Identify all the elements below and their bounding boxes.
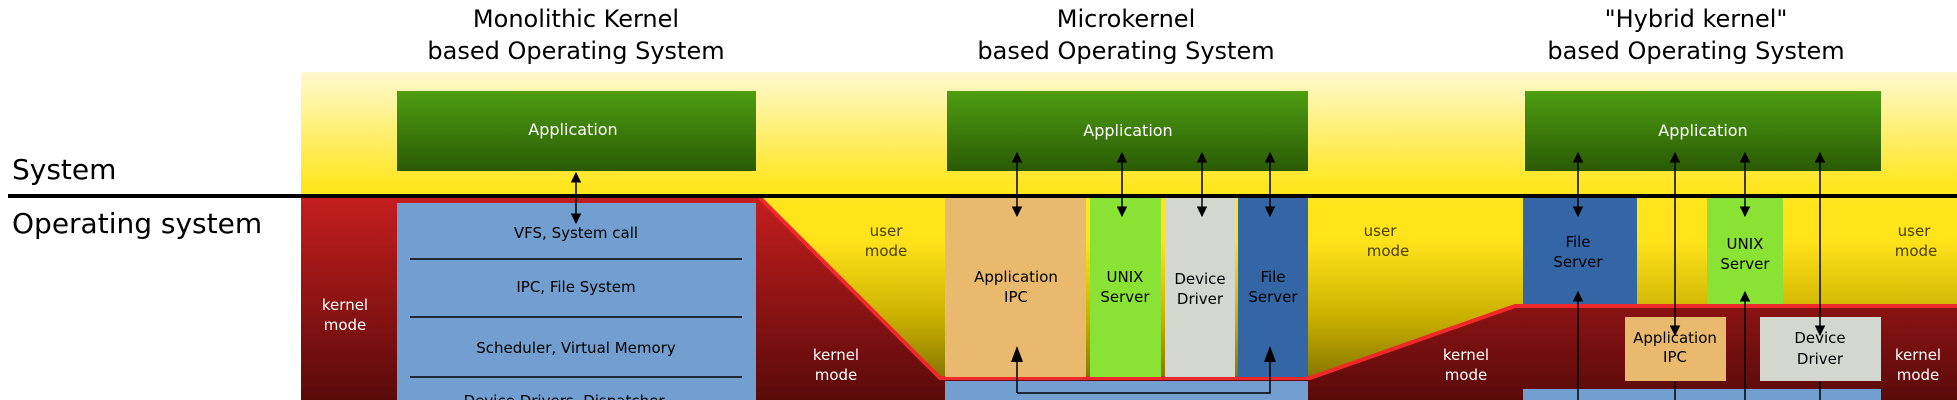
monolithic-layer-3: Scheduler, Virtual Memory (476, 339, 676, 357)
monolithic-layer-1: VFS, System call (514, 224, 638, 242)
title-monolithic-line1: Monolithic Kernel (473, 5, 679, 33)
micro-kernel-base (945, 381, 1308, 400)
title-micro-line1: Microkernel (1057, 5, 1196, 33)
hybrid-right-user-mode-2: mode (1895, 242, 1938, 260)
hybrid-right-user-mode-1: user (1898, 222, 1932, 240)
micro-file-server-label-2: Server (1248, 288, 1298, 306)
monolithic-layer-2: IPC, File System (516, 278, 635, 296)
micro-file-server-label-1: File (1260, 268, 1285, 286)
hybrid-unix-server-label-2: Server (1720, 255, 1770, 273)
micro-left-user-mode-2: mode (865, 242, 908, 260)
monolithic-kernel-mode-1: kernel (322, 296, 368, 314)
micro-ipc-loop-arrowhead-left (1011, 346, 1023, 362)
hybrid-unix-server-label-1: UNIX (1727, 235, 1764, 253)
hybrid-file-server-box (1523, 198, 1637, 304)
hybrid-left-user-mode-2: mode (1367, 242, 1410, 260)
title-hybrid-line1: "Hybrid kernel" (1605, 5, 1788, 33)
micro-left-kernel-mode-2: mode (815, 366, 858, 384)
micro-file-server-box (1238, 198, 1308, 377)
hybrid-device-driver-label-1: Device (1794, 329, 1845, 347)
hybrid-right-kernel-mode-2: mode (1897, 366, 1940, 384)
monolithic-application-box (397, 91, 756, 171)
hybrid-app-ipc-label-2: IPC (1663, 348, 1687, 366)
micro-unix-server-label-1: UNIX (1107, 268, 1144, 286)
hybrid-kernel-base (1523, 389, 1881, 400)
micro-ipc-loop-arrowhead-right (1264, 346, 1276, 362)
hybrid-left-kernel-mode-1: kernel (1443, 346, 1489, 364)
micro-device-driver-box (1165, 198, 1235, 377)
micro-device-driver-label-1: Device (1174, 270, 1225, 288)
kernel-boundary-line (758, 196, 1957, 380)
micro-app-ipc-label-1: Application (974, 268, 1058, 286)
micro-left-kernel-mode-1: kernel (813, 346, 859, 364)
hybrid-application-label: Application (1658, 121, 1747, 140)
hybrid-file-server-label-1: File (1565, 233, 1590, 251)
micro-app-ipc-box (945, 198, 1086, 377)
micro-device-driver-label-2: Driver (1177, 290, 1224, 308)
monolithic-layer-4: Device Drivers, Dispatcher, ... (464, 392, 689, 400)
hybrid-app-ipc-label-1: Application (1633, 329, 1717, 347)
hybrid-file-server-label-2: Server (1553, 253, 1603, 271)
monolithic-kernel-mode-2: mode (324, 316, 367, 334)
hybrid-right-kernel-mode-1: kernel (1895, 346, 1941, 364)
title-micro-line2: based Operating System (977, 37, 1274, 65)
micro-left-user-mode-1: user (870, 222, 904, 240)
title-hybrid-line2: based Operating System (1547, 37, 1844, 65)
micro-unix-server-label-2: Server (1100, 288, 1150, 306)
micro-unix-server-box (1090, 198, 1161, 377)
hybrid-left-kernel-mode-2: mode (1445, 366, 1488, 384)
label-system: System (12, 153, 116, 186)
micro-application-label: Application (1083, 121, 1172, 140)
monolithic-kernel-stack (397, 203, 756, 400)
micro-application-box (947, 91, 1308, 171)
micro-app-ipc-label-2: IPC (1004, 288, 1028, 306)
monolithic-application-label: Application (528, 120, 617, 139)
title-monolithic-line2: based Operating System (427, 37, 724, 65)
hybrid-left-user-mode-1: user (1364, 222, 1398, 240)
label-operating-system: Operating system (12, 207, 262, 240)
hybrid-device-driver-label-2: Driver (1797, 350, 1844, 368)
